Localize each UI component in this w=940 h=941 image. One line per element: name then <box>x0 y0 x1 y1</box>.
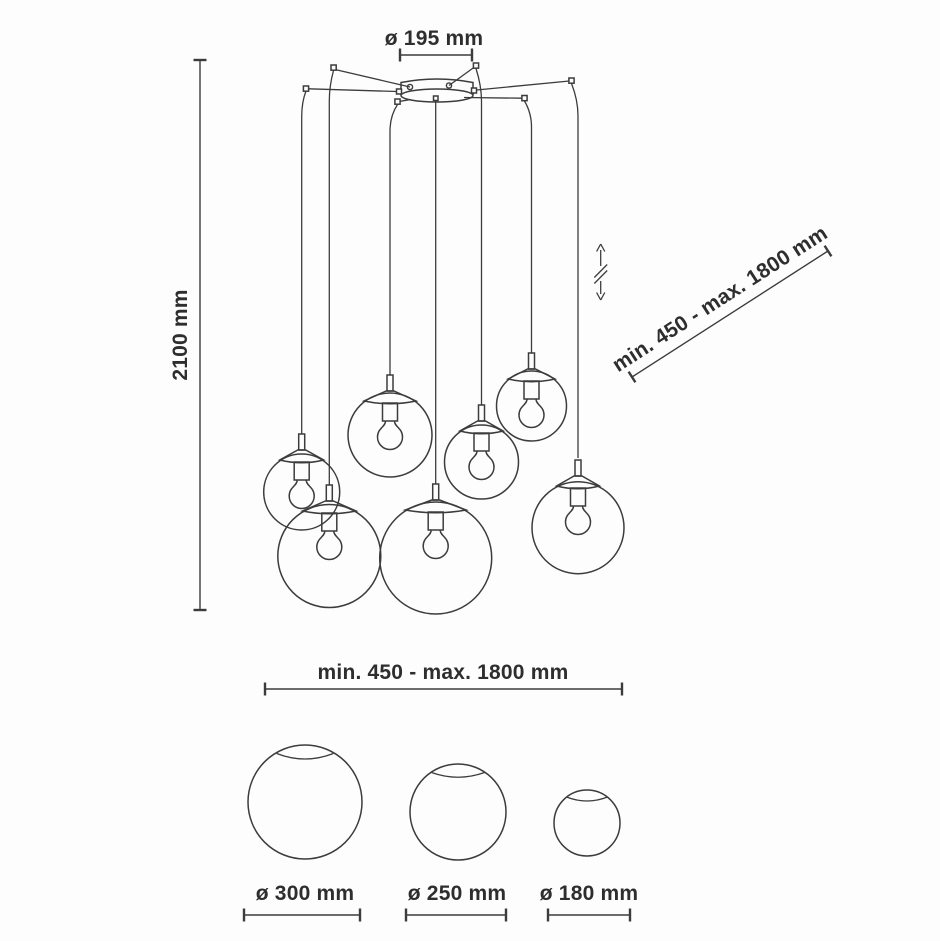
bulb-socket <box>473 432 490 452</box>
cable-stem <box>431 483 440 501</box>
pendant-cable <box>475 68 483 405</box>
light-bulb <box>288 479 315 510</box>
cable-stem <box>325 484 334 502</box>
canopy-side-mount <box>470 87 478 94</box>
suspension-line <box>399 98 412 102</box>
bulb-socket <box>321 512 338 532</box>
reference-globe-250: ø 250 mm <box>404 763 508 922</box>
canopy-diameter-label: ø 195 mm <box>385 27 483 50</box>
height-adjust-arrow-icon <box>593 243 608 301</box>
overall-height-dimension: 2100 mm <box>169 58 207 612</box>
suspension-line <box>308 88 398 93</box>
reference-globe-300: ø 300 mm <box>242 744 363 922</box>
globe-outline <box>495 370 568 442</box>
pendant-globe <box>443 404 520 500</box>
canopy-bottom-rim <box>400 88 474 103</box>
cable-stem <box>297 433 306 451</box>
ceiling-hook <box>302 85 310 92</box>
globe-outline <box>443 424 520 500</box>
ceiling-hook <box>472 62 480 69</box>
cable-adjust-dimension: min. 450 - max. 1800 mm <box>608 222 833 383</box>
ceiling-hook <box>394 98 401 105</box>
canopy-body <box>400 78 474 95</box>
pendant-globe <box>378 483 493 615</box>
pendant-cable <box>570 83 579 458</box>
light-bulb <box>518 398 545 429</box>
canopy-side-mount <box>395 88 403 95</box>
dimension-tick <box>627 371 637 383</box>
cable-adjust-range-label: min. 450 - max. 1800 mm <box>608 222 831 377</box>
cable-stem <box>386 374 394 392</box>
pendant-cable <box>301 90 307 434</box>
reference-globe-180: ø 180 mm <box>540 789 638 922</box>
globe-size-reference: ø 300 mm ø 250 mm ø 180 mm <box>242 744 638 922</box>
suspension-line <box>463 96 523 99</box>
bulb-socket <box>381 402 399 422</box>
pendant-cable <box>523 100 533 353</box>
cable-stem <box>527 352 536 370</box>
reference-globe-outline <box>409 763 507 861</box>
globe-outline <box>277 503 382 609</box>
light-bulb <box>468 450 495 481</box>
dimension-tick <box>823 245 833 257</box>
globe-180-label: ø 180 mm <box>540 882 638 905</box>
ceiling-hook <box>521 94 528 102</box>
globe-cap-seam <box>566 796 608 802</box>
pendant-cables <box>301 68 579 485</box>
bulb-socket <box>523 380 540 400</box>
pendant-globe <box>495 352 568 442</box>
ceiling-hook <box>330 64 337 71</box>
light-bulb <box>376 420 404 451</box>
pendant-cable <box>328 70 335 485</box>
globe-cap <box>300 500 359 515</box>
globe-outline <box>378 501 493 615</box>
globe-outline <box>531 480 625 575</box>
bulb-socket <box>293 461 310 481</box>
canopy-bottom-mount <box>432 95 439 102</box>
span-range-label: min. 450 - max. 1800 mm <box>318 661 569 684</box>
light-bulb <box>316 530 343 561</box>
globe-cap-seam <box>276 752 334 760</box>
bulb-socket <box>569 487 587 507</box>
dimension-line <box>631 250 829 378</box>
ceiling-canopy <box>395 78 478 103</box>
globe-outline <box>262 453 341 531</box>
ceiling-hooks <box>302 62 575 105</box>
suspension-line <box>476 80 570 91</box>
suspension-line <box>334 68 411 88</box>
pendant-globes <box>262 352 625 615</box>
canopy-screw <box>445 82 453 89</box>
globe-outline <box>347 392 433 478</box>
reference-globe-outline <box>553 789 621 857</box>
suspension-lines <box>308 66 570 102</box>
light-bulb <box>564 505 592 536</box>
span-dimension: min. 450 - max. 1800 mm <box>263 661 624 696</box>
globe-cap <box>457 420 506 435</box>
bulb-socket <box>427 511 444 531</box>
pendant-globe <box>277 484 382 609</box>
reference-globe-outline <box>247 744 363 860</box>
cable-stem <box>574 459 582 477</box>
pendant-globe <box>531 459 625 575</box>
globe-300-label: ø 300 mm <box>256 882 354 905</box>
canopy-diameter-dimension: ø 195 mm <box>385 27 483 62</box>
light-bulb <box>422 529 449 560</box>
pendant-globe <box>262 433 341 531</box>
overall-height-label: 2100 mm <box>169 289 192 380</box>
globe-250-label: ø 250 mm <box>408 882 506 905</box>
cable-stem <box>477 404 486 422</box>
ceiling-hook <box>568 77 575 84</box>
pendant-globe <box>347 374 433 478</box>
globe-cap-seam <box>431 771 485 778</box>
globe-cap <box>277 449 326 464</box>
suspension-line <box>448 66 475 87</box>
pendant-cable <box>389 104 399 375</box>
